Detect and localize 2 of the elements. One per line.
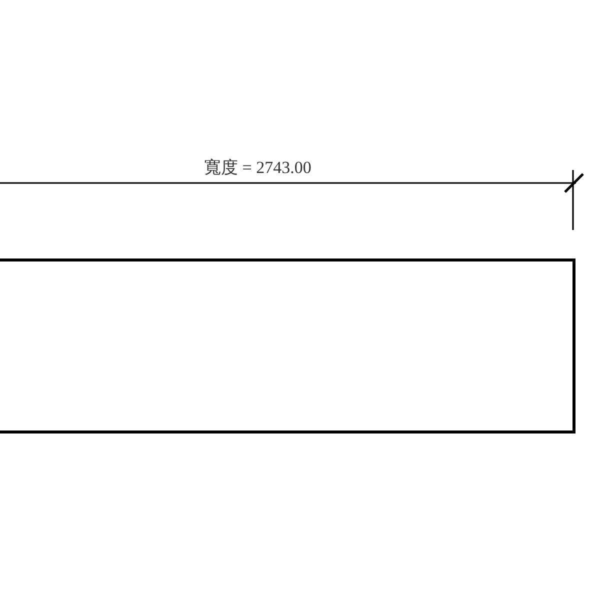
dimension-label: 寬度 = 2743.00 (204, 158, 312, 178)
rectangle-outline (0, 258, 576, 434)
